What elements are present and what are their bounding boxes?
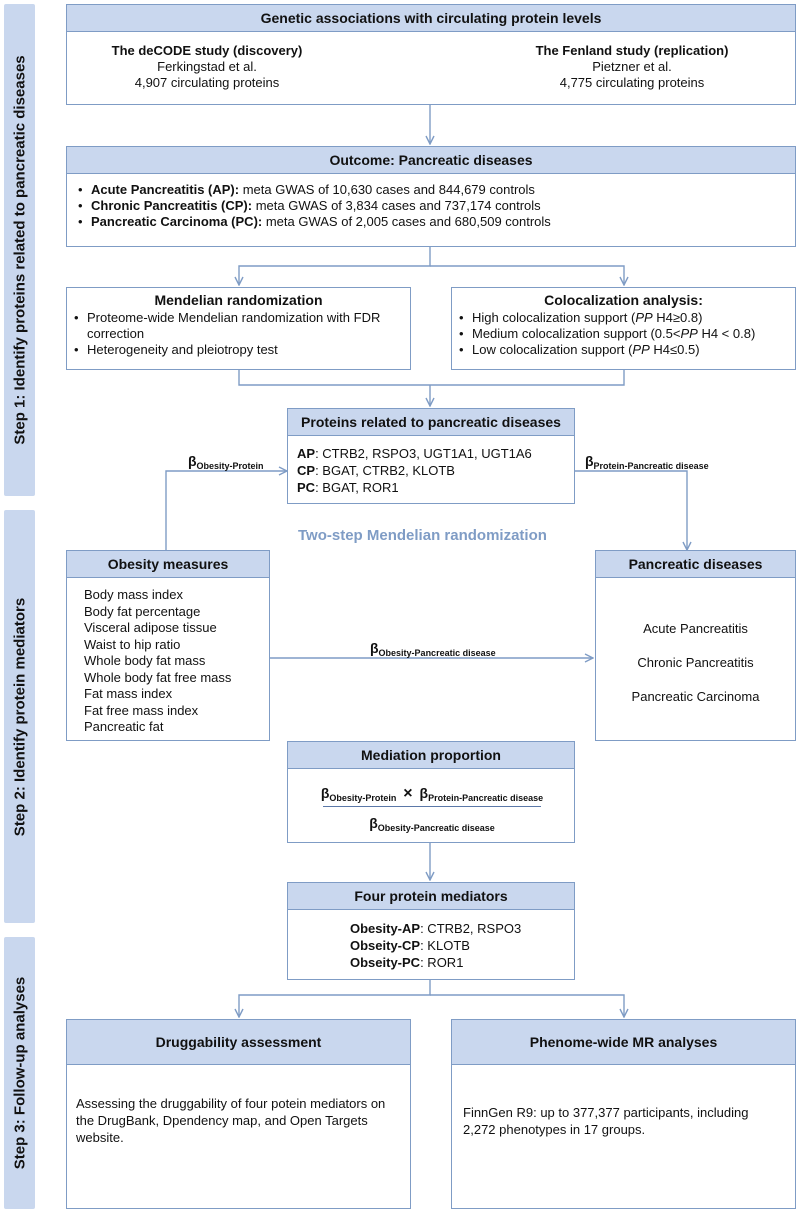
disease-item-cp: Chronic Pancreatitis bbox=[637, 655, 754, 670]
decode-study: The deCODE study (discovery) Ferkingstad… bbox=[87, 43, 327, 91]
coloc-list: High colocalization support (PP H4≥0.8) … bbox=[454, 310, 791, 358]
mediation-numerator: βObesity-Protein × βProtein-Pancreatic d… bbox=[320, 785, 544, 803]
outcome-item-pc: Pancreatic Carcinoma (PC): meta GWAS of … bbox=[73, 214, 795, 230]
decode-title: The deCODE study (discovery) bbox=[111, 43, 303, 58]
outcome-item-cp: Chronic Pancreatitis (CP): meta GWAS of … bbox=[73, 198, 795, 214]
step2-bar: Step 2: Identify protein mediators bbox=[4, 510, 35, 923]
drug-box: Druggability assessment Assessing the dr… bbox=[66, 1019, 411, 1209]
drug-text: Assessing the druggability of four potei… bbox=[76, 1096, 386, 1145]
arrow-outcome-coloc bbox=[430, 265, 624, 285]
obesity-box: Obesity measures Body mass index Body fa… bbox=[66, 550, 270, 741]
coloc-item-low: Low colocalization support (PP H4≤0.5) bbox=[454, 342, 791, 358]
step3-label: Step 3: Follow-up analyses bbox=[11, 976, 28, 1170]
step1-bar: Step 1: Identify proteins related to pan… bbox=[4, 4, 35, 496]
drug-title: Druggability assessment bbox=[67, 1020, 410, 1065]
obesity-item: Fat mass index bbox=[84, 686, 173, 701]
arrow-obesity-protein bbox=[165, 471, 287, 550]
proteins-list: AP: CTRB2, RSPO3, UGT1A1, UGT1A6 CP: BGA… bbox=[297, 445, 574, 496]
mr-list: Proteome-wide Mendelian randomization wi… bbox=[69, 310, 404, 358]
decode-count: 4,907 circulating proteins bbox=[134, 75, 280, 90]
proteins-row-ap: AP: CTRB2, RSPO3, UGT1A1, UGT1A6 bbox=[297, 446, 532, 461]
obesity-item: Body fat percentage bbox=[84, 603, 201, 619]
mr-box: Mendelian randomization Proteome-wide Me… bbox=[66, 287, 411, 370]
genetic-title: Genetic associations with circulating pr… bbox=[67, 5, 795, 32]
fraction-line bbox=[323, 806, 541, 807]
outcome-list: Acute Pancreatitis (AP): meta GWAS of 10… bbox=[73, 182, 795, 230]
obesity-item: Whole body fat free mass bbox=[84, 669, 232, 685]
outcome-title: Outcome: Pancreatic diseases bbox=[67, 147, 795, 174]
fenland-study: The Fenland study (replication) Pietzner… bbox=[497, 43, 767, 91]
step3-bar: Step 3: Follow-up analyses bbox=[4, 937, 35, 1209]
mediators-box: Four protein mediators Obesity-AP: CTRB2… bbox=[287, 882, 575, 980]
phewas-box: Phenome-wide MR analyses FinnGen R9: up … bbox=[451, 1019, 796, 1209]
obesity-item: Pancreatic fat bbox=[84, 719, 164, 734]
fenland-title: The Fenland study (replication) bbox=[535, 43, 729, 58]
arrow-outcome-mr bbox=[239, 247, 431, 285]
times-sign: × bbox=[403, 785, 413, 802]
two-step-mr-label: Two-step Mendelian randomization bbox=[298, 527, 547, 544]
step1-label: Step 1: Identify proteins related to pan… bbox=[11, 55, 28, 445]
obesity-item: Whole body fat mass bbox=[84, 653, 206, 668]
obesity-item: Waist to hip ratio bbox=[84, 636, 181, 652]
phewas-text: FinnGen R9: up to 377,377 participants, … bbox=[463, 1105, 749, 1137]
beta-protein-disease: βProtein-Pancreatic disease bbox=[585, 453, 709, 471]
mediator-row: Obseity-PC: ROR1 bbox=[350, 955, 464, 970]
obesity-item: Visceral adipose tissue bbox=[84, 620, 217, 635]
diseases-box: Pancreatic diseases Acute Pancreatitis C… bbox=[595, 550, 796, 741]
diseases-title: Pancreatic diseases bbox=[596, 551, 795, 578]
genetic-box: Genetic associations with circulating pr… bbox=[66, 4, 796, 105]
fenland-count: 4,775 circulating proteins bbox=[559, 75, 705, 90]
arrow-to-phewas bbox=[430, 994, 624, 1017]
arrow-protein-disease bbox=[575, 470, 687, 550]
coloc-title: Colocalization analysis: bbox=[544, 292, 703, 308]
mr-title: Mendelian randomization bbox=[154, 292, 323, 308]
arrow-to-drug bbox=[239, 980, 431, 1017]
outcome-box: Outcome: Pancreatic diseases Acute Pancr… bbox=[66, 146, 796, 247]
proteins-box: Proteins related to pancreatic diseases … bbox=[287, 408, 575, 504]
mediation-box: Mediation proportion βObesity-Protein × … bbox=[287, 741, 575, 843]
step2-label: Step 2: Identify protein mediators bbox=[11, 597, 28, 836]
coloc-item-high: High colocalization support (PP H4≥0.8) bbox=[454, 310, 791, 326]
mediators-title: Four protein mediators bbox=[288, 883, 574, 910]
obesity-title: Obesity measures bbox=[67, 551, 269, 578]
outcome-item-ap: Acute Pancreatitis (AP): meta GWAS of 10… bbox=[73, 182, 795, 198]
coloc-item-medium: Medium colocalization support (0.5<PP H4… bbox=[454, 326, 791, 342]
join-mr-coloc bbox=[238, 370, 625, 386]
phewas-title: Phenome-wide MR analyses bbox=[452, 1020, 795, 1065]
obesity-item: Body mass index bbox=[84, 587, 183, 602]
fenland-author: Pietzner et al. bbox=[592, 59, 672, 74]
obesity-list: Body mass index Body fat percentage Visc… bbox=[84, 587, 269, 736]
coloc-box: Colocalization analysis: High colocaliza… bbox=[451, 287, 796, 370]
diseases-list: Acute Pancreatitis Chronic Pancreatitis … bbox=[596, 620, 795, 706]
disease-item-ap: Acute Pancreatitis bbox=[643, 621, 748, 636]
decode-author: Ferkingstad et al. bbox=[157, 59, 257, 74]
beta-obesity-protein: βObesity-Protein bbox=[188, 453, 264, 471]
mr-item-2: Heterogeneity and pleiotropy test bbox=[69, 342, 404, 358]
mediation-denominator: βObesity-Pancreatic disease bbox=[369, 815, 495, 833]
proteins-row-cp: CP: BGAT, CTRB2, KLOTB bbox=[297, 463, 455, 478]
mr-item-1: Proteome-wide Mendelian randomization wi… bbox=[69, 310, 404, 342]
beta-obesity-disease: βObesity-Pancreatic disease bbox=[370, 640, 496, 658]
mediation-title: Mediation proportion bbox=[288, 742, 574, 769]
proteins-row-pc: PC: BGAT, ROR1 bbox=[297, 480, 399, 495]
mediator-row: Obseity-CP: KLOTB bbox=[350, 938, 470, 953]
mediators-list: Obesity-AP: CTRB2, RSPO3 Obseity-CP: KLO… bbox=[350, 920, 574, 971]
proteins-title: Proteins related to pancreatic diseases bbox=[288, 409, 574, 436]
disease-item-pc: Pancreatic Carcinoma bbox=[631, 689, 760, 704]
obesity-item: Fat free mass index bbox=[84, 702, 199, 718]
mediator-row: Obesity-AP: CTRB2, RSPO3 bbox=[350, 921, 522, 936]
